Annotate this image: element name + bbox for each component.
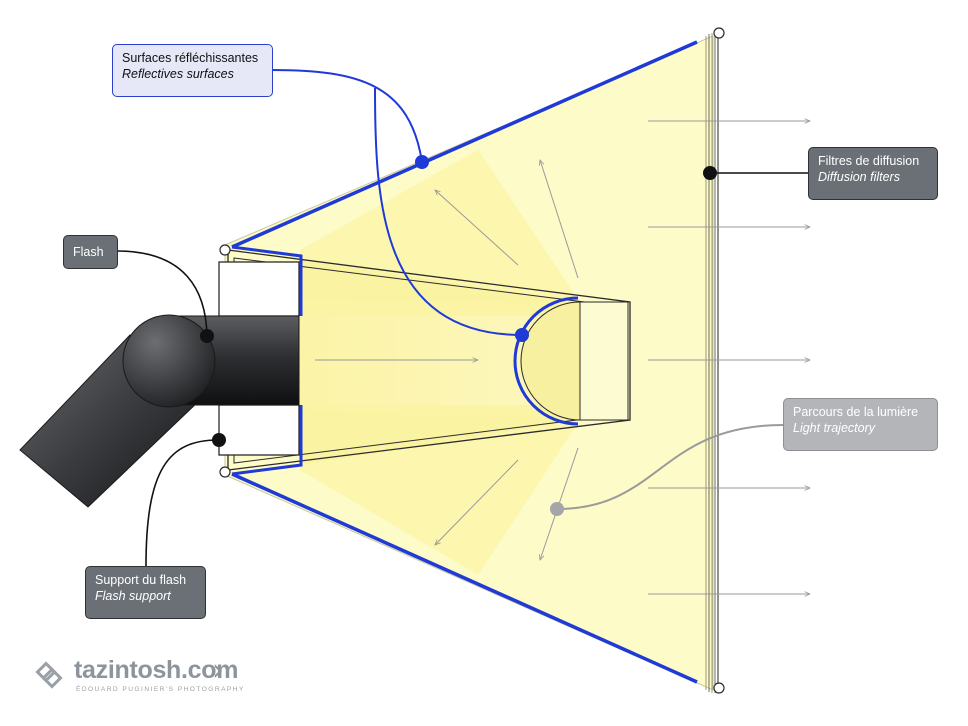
callout-reflective-surfaces: Surfaces réfléchissantes Reflectives sur… — [112, 44, 273, 97]
connector-flash — [116, 250, 208, 337]
dot-reflective-dish — [515, 328, 529, 342]
dot-reflective-top — [415, 155, 429, 169]
reflective-surface-bottom-inner — [231, 405, 303, 476]
dot-diffusion — [703, 166, 717, 180]
callout-diffusion-en: Diffusion filters — [818, 170, 900, 184]
chevron-right-icon: › — [212, 653, 224, 688]
logo-mark-icon — [35, 661, 63, 689]
dot-flash — [200, 329, 214, 343]
callout-reflective-fr: Surfaces réfléchissantes — [122, 51, 259, 65]
trajectory-arrow — [435, 190, 519, 266]
deflector-reflective-edge — [513, 296, 579, 426]
trajectory-arrow — [540, 160, 579, 279]
light-fan-upper — [300, 150, 580, 302]
reflective-surface-bottom — [231, 472, 698, 684]
trajectory-arrow — [435, 459, 519, 545]
site-logo[interactable]: tazintosh.com › ÉDOUARD PUGINIER'S PHOTO… — [30, 653, 243, 702]
callout-light-trajectory: Parcours de la lumière Light trajectory — [783, 398, 938, 451]
callout-support-fr: Support du flash — [95, 573, 187, 587]
flash-head — [122, 314, 216, 408]
callout-diffusion-filters: Filtres de diffusion Diffusion filters — [808, 147, 938, 200]
callout-connectors — [116, 69, 808, 567]
connector-reflective-b — [374, 87, 523, 336]
deflector-dish — [520, 301, 581, 421]
logo-tagline: ÉDOUARD PUGINIER'S PHOTOGRAPHY — [76, 686, 245, 693]
deflector-plate — [579, 301, 629, 421]
corner-ring-bottom — [219, 466, 231, 478]
mount-block-top — [218, 261, 300, 317]
callout-flash-fr: Flash — [73, 245, 104, 259]
callout-trajectory-en: Light trajectory — [793, 421, 875, 435]
reflective-surface-top-inner — [231, 245, 303, 316]
callout-reflective-en: Reflectives surfaces — [122, 67, 234, 81]
connector-trajectory — [556, 424, 784, 510]
corner-ring-top — [219, 244, 231, 256]
callout-support-en: Flash support — [95, 589, 171, 603]
connector-support — [145, 439, 219, 567]
callout-diffusion-fr: Filtres de diffusion — [818, 154, 920, 168]
filter-ring-bottom — [713, 682, 725, 694]
mount-block-bottom — [218, 404, 300, 456]
callout-flash-support: Support du flash Flash support — [85, 566, 206, 619]
logo-text: tazintosh.com — [74, 656, 239, 684]
filter-ring-top — [713, 27, 725, 39]
callout-trajectory-fr: Parcours de la lumière — [793, 405, 919, 419]
connector-reflective-a — [271, 69, 423, 163]
callout-flash: Flash — [63, 235, 118, 269]
dot-support — [212, 433, 226, 447]
flash-unit — [19, 314, 300, 508]
dot-trajectory — [550, 502, 564, 516]
diffusion-filters — [705, 33, 719, 693]
reflective-surface-top — [231, 40, 698, 249]
